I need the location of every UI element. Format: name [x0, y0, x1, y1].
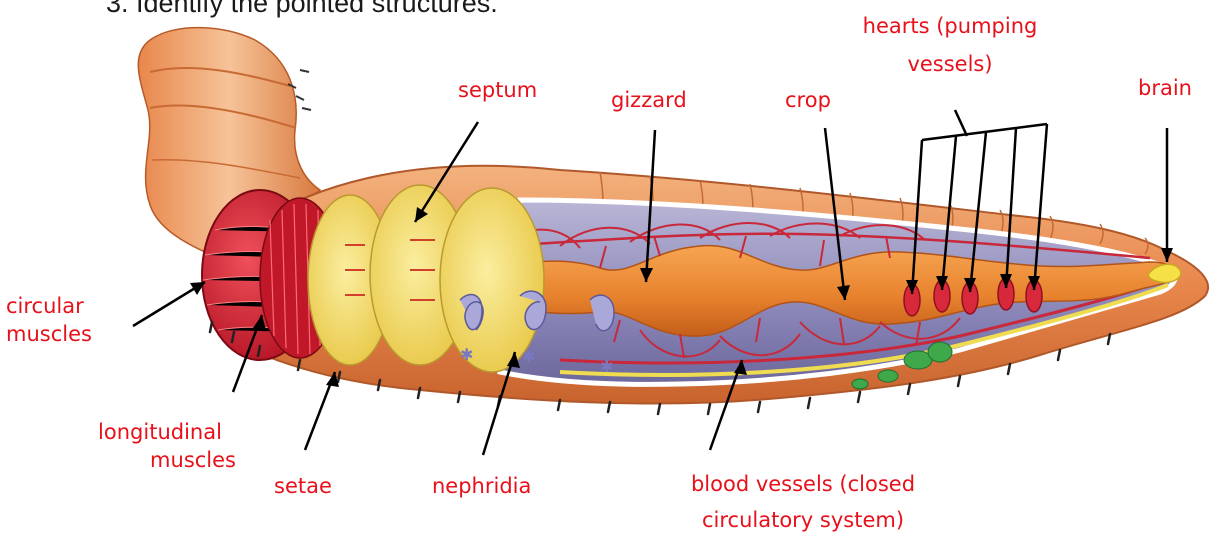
svg-text:✱: ✱ — [460, 347, 473, 364]
question-title: 3. Identify the pointed structures. — [106, 0, 498, 19]
label-crop: crop — [785, 86, 831, 114]
label-hearts-line2: vessels) — [852, 50, 1048, 78]
label-longitudinal-line1: longitudinal — [80, 418, 240, 446]
label-blood-line2: circulatory system) — [674, 506, 932, 534]
label-hearts: hearts (pumping vessels) — [852, 12, 1048, 78]
label-longitudinal-muscles: longitudinal muscles — [80, 418, 240, 474]
label-circular-line2: muscles — [6, 320, 92, 348]
svg-text:✱: ✱ — [600, 359, 613, 376]
label-brain: brain — [1138, 74, 1192, 102]
label-gizzard: gizzard — [611, 86, 687, 114]
label-blood-vessels: blood vessels (closed circulatory system… — [674, 470, 932, 534]
svg-text:✱: ✱ — [522, 349, 535, 366]
label-circular-line1: circular — [6, 292, 92, 320]
label-septum: septum — [458, 76, 537, 104]
label-longitudinal-line2: muscles — [80, 446, 240, 474]
label-nephridia: nephridia — [432, 472, 531, 500]
label-setae: setae — [274, 472, 332, 500]
label-blood-line1: blood vessels (closed — [674, 470, 932, 498]
label-circular-muscles: circular muscles — [6, 292, 92, 348]
label-hearts-line1: hearts (pumping — [852, 12, 1048, 40]
